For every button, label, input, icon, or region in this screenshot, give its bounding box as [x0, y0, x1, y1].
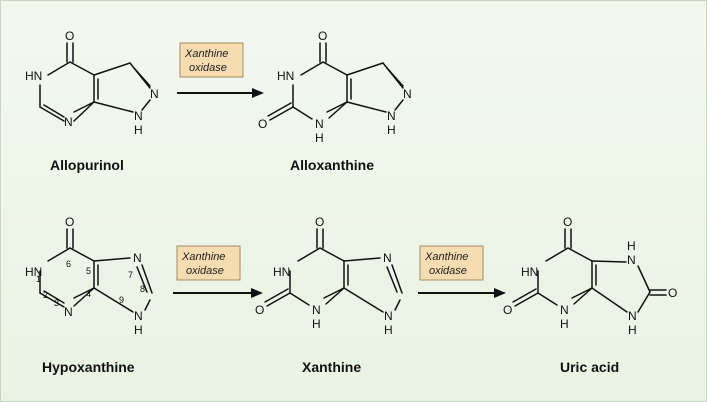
atom-N: N [384, 309, 393, 323]
ring-number: 8 [140, 284, 145, 294]
atom-HN: HN [25, 69, 42, 83]
atom-N: N [312, 303, 321, 317]
atom-HN: HN [25, 265, 42, 279]
reaction-arrow-3 [418, 288, 506, 298]
atom-HN: HN [273, 265, 290, 279]
enzyme-line1: Xanthine [424, 251, 468, 263]
atom-N: N [134, 309, 143, 323]
ring-number: 5 [86, 266, 91, 276]
atom-O: O [258, 117, 267, 131]
atom-O: O [65, 215, 74, 229]
compound-name-uric-acid: Uric acid [560, 359, 619, 375]
ring-number: 3 [54, 298, 59, 308]
allopurinol-structure: O HN N N N H [25, 29, 159, 137]
atom-N: N [64, 305, 73, 319]
atom-O: O [255, 303, 264, 317]
enzyme-label-box: Xanthine oxidase [179, 42, 244, 78]
atom-N: N [133, 251, 142, 265]
compound-name-alloxanthine: Alloxanthine [290, 157, 374, 173]
atom-N: N [560, 303, 569, 317]
atom-H: H [315, 131, 324, 145]
atom-O: O [503, 303, 512, 317]
atom-N: N [150, 87, 159, 101]
compound-name-xanthine: Xanthine [302, 359, 361, 375]
atom-O: O [563, 215, 572, 229]
atom-N: N [383, 251, 392, 265]
atom-H: H [560, 317, 569, 331]
atom-H: H [627, 239, 636, 253]
uric-acid-structure: O HN O N H H N O N H [503, 215, 677, 337]
hypoxanthine-structure: O HN N N N H 1 2 3 4 5 6 7 8 9 [25, 215, 153, 337]
enzyme-line2: oxidase [429, 265, 467, 277]
atom-O: O [315, 215, 324, 229]
atom-N: N [64, 115, 73, 129]
alloxanthine-structure: O HN O N H N N H [258, 29, 412, 145]
enzyme-line2: oxidase [186, 265, 224, 277]
reaction-arrow-2 [173, 288, 263, 298]
ring-number: 2 [43, 290, 48, 300]
ring-number: 7 [128, 270, 133, 280]
ring-number: 1 [36, 274, 41, 284]
atom-H: H [134, 323, 143, 337]
enzyme-label-box: Xanthine oxidase [176, 245, 241, 281]
ring-number: 4 [86, 289, 91, 299]
atom-HN: HN [277, 69, 294, 83]
enzyme-line1: Xanthine [184, 48, 228, 60]
atom-H: H [134, 123, 143, 137]
atom-H: H [628, 323, 637, 337]
enzyme-label-box: Xanthine oxidase [419, 245, 484, 281]
atom-N: N [627, 253, 636, 267]
atom-HN: HN [521, 265, 538, 279]
atom-N: N [387, 109, 396, 123]
atom-H: H [312, 317, 321, 331]
atom-O: O [668, 286, 677, 300]
atom-N: N [134, 109, 143, 123]
xanthine-structure: O HN O N H N N H [255, 215, 403, 337]
enzyme-line1: Xanthine [181, 251, 225, 263]
atom-O: O [318, 29, 327, 43]
atom-H: H [387, 123, 396, 137]
atom-N: N [315, 117, 324, 131]
compound-name-allopurinol: Allopurinol [50, 157, 124, 173]
atom-N: N [628, 309, 637, 323]
ring-number: 9 [119, 295, 124, 305]
atom-O: O [65, 29, 74, 43]
ring-number: 6 [66, 259, 71, 269]
compound-name-hypoxanthine: Hypoxanthine [42, 359, 135, 375]
atom-H: H [384, 323, 393, 337]
enzyme-line2: oxidase [189, 62, 227, 74]
atom-N: N [403, 87, 412, 101]
reaction-arrow-1 [177, 88, 264, 98]
